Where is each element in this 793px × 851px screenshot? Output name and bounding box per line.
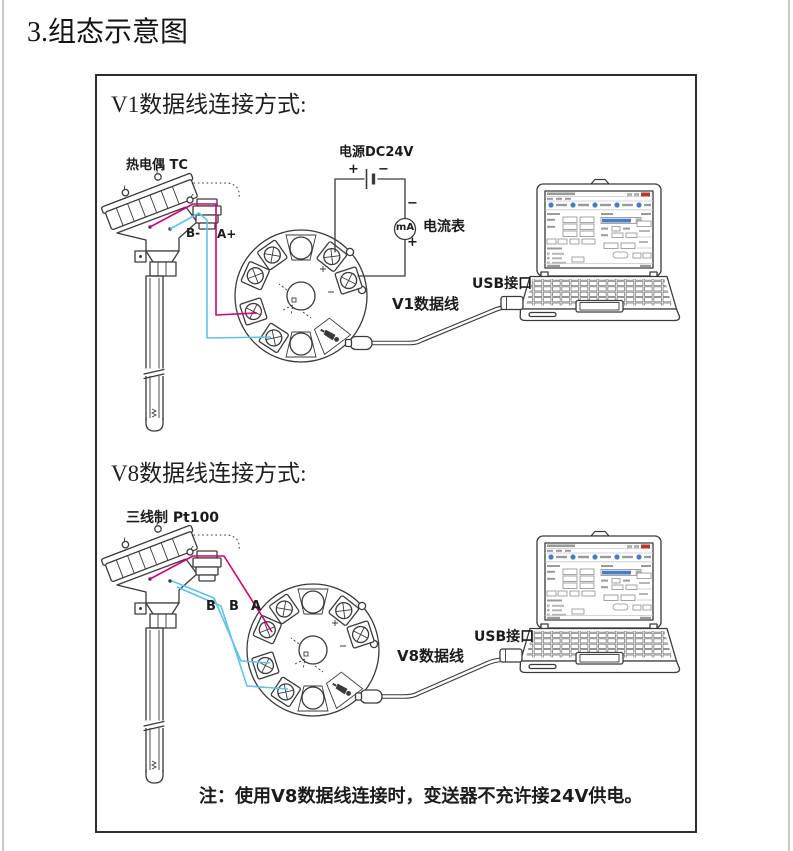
power-supply-label: 电源DC24V: [339, 145, 414, 160]
pt100-sensor-drawing: [95, 510, 240, 784]
usb-connector-2: [499, 648, 523, 663]
note-text: 注：使用V8数据线连接时，变送器不充许接24V供电。: [199, 786, 643, 807]
v1-cable-label: V1数据线: [392, 295, 460, 313]
laptop-1-drawing: [519, 178, 681, 322]
d2-heading: V8数据线连接方式:: [111, 461, 307, 486]
battery-symbol: [365, 169, 376, 189]
page-title: 3.组态示意图: [27, 17, 189, 48]
ammeter-label: 电流表: [423, 219, 465, 235]
d2-sensor-label: 三线制 Pt100: [126, 510, 220, 526]
battery-minus-sign: −: [378, 162, 389, 177]
d2-sensor-wires: [149, 555, 289, 690]
d1-heading: V1数据线连接方式:: [111, 92, 307, 117]
figure-frame: [95, 74, 697, 833]
ammeter-unit: mA: [395, 222, 415, 233]
d1-terminal-neg-label: B-: [186, 226, 201, 240]
d2-wire-label-b1: B: [206, 599, 216, 614]
d1-sensor-wires: [149, 203, 272, 339]
d1-sensor-label: 热电偶 TC: [126, 158, 188, 173]
usb-plug-1: [349, 335, 373, 351]
d2-wire-label-b2: B: [229, 599, 239, 614]
v8-cable-drawing: [354, 648, 523, 704]
ammeter-minus-sign: −: [407, 196, 418, 211]
v1-cable-drawing: [344, 295, 524, 351]
d2-wire-label-a: A: [251, 599, 262, 614]
d2-usb-port-label: USB接口: [474, 629, 535, 645]
page-right-edge: [788, 0, 790, 851]
power-loop-circuit: [334, 169, 417, 277]
d1-terminal-pos-label: A+: [217, 227, 237, 241]
thermocouple-sensor-drawing: [95, 158, 240, 432]
battery-plus-sign: +: [348, 162, 359, 177]
page-left-edge: [2, 0, 4, 851]
usb-connector-1: [500, 295, 524, 311]
usb-plug-2: [359, 689, 383, 704]
d1-usb-port-label: USB接口: [472, 276, 533, 292]
v8-cable-label: V8数据线: [397, 647, 465, 665]
ammeter-plus-sign: +: [407, 235, 418, 250]
laptop-2-drawing: [519, 530, 681, 674]
ammeter-symbol: [393, 217, 417, 241]
